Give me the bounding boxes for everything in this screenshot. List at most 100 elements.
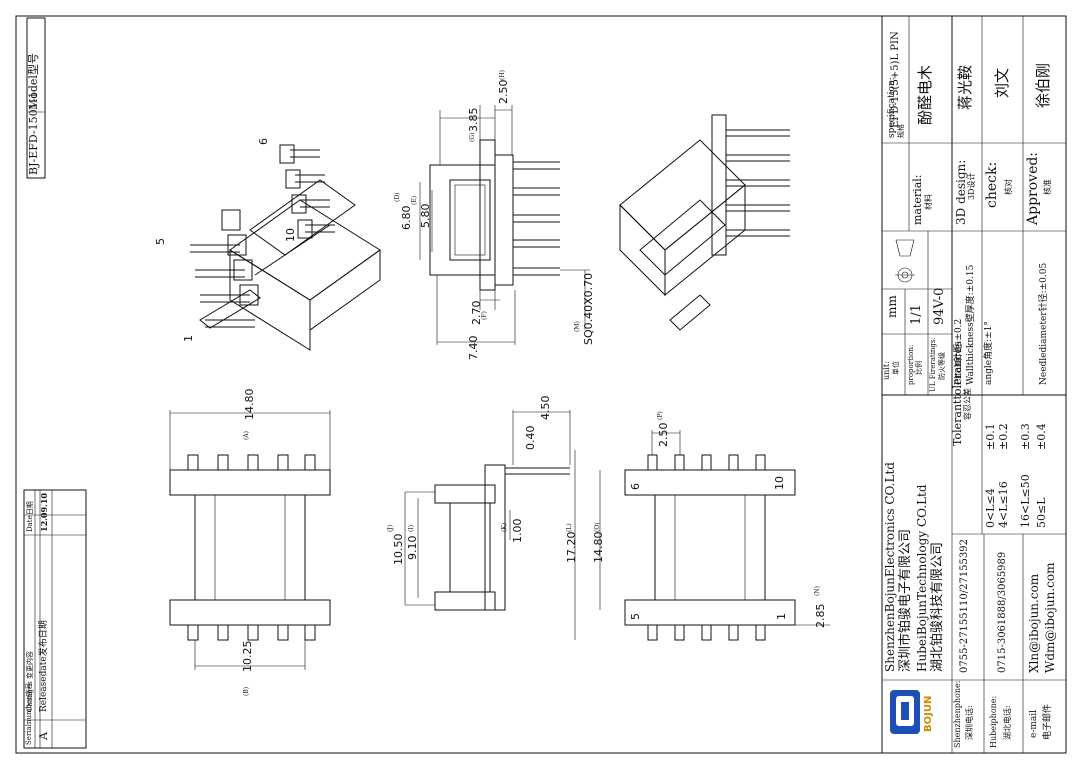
company-line-2: 深圳市铂骏电子有限公司 [898,528,913,672]
dim-3.85: 3.85 [467,107,480,133]
dim-letter-B: (B) [243,686,250,696]
dim-letter-G: (G) [469,132,476,142]
dim-14.80-side: 14.80 [592,531,605,564]
contact-sz-cn: 深圳电话: [965,705,974,740]
contact-email-1: Xln@ibojun.com [1027,573,1041,673]
material-cn: 材料 [924,194,933,210]
bottom-pin-6: 6 [629,483,642,490]
bojun-logo: BOJUN [890,690,940,740]
unit-label: unit: [882,361,891,380]
contact-hb-cn: 湖北电话: [1003,705,1012,740]
dim-letter-E: (E) [411,195,418,205]
company-line-4: 湖北铂骏科技有限公司 [930,541,945,672]
dim-letter-N: (N) [814,586,821,596]
dim-letter-O: (O) [594,522,601,532]
contact-hb-label: Hubeiphone: [989,695,998,748]
rev-serial-A: A [37,732,50,740]
dim-2.50-bottom: 2.50 [657,422,670,448]
note-needle: Needlediameter针径:±0.05 [1039,262,1049,385]
dim-letter-L: (L) [566,523,573,532]
proportion-cn: 比例 [915,361,923,375]
bottom-view [624,430,830,641]
approved-cn: 核准 [1043,179,1052,195]
dim-9.10: 9.10 [406,535,419,561]
approved-label: Approved: [1025,151,1041,225]
dim-letter-H: (H) [499,70,506,80]
tol-range-2: 16<L≤50 [1019,474,1032,528]
unit-value: mm [885,295,899,318]
tol-value-0: ±0.1 [984,423,997,450]
proportion-value: 1/1 [909,304,924,325]
iso-pin-6: 6 [257,138,270,145]
dim-14.80-top: 14.80 [243,388,256,421]
iso-view-right [619,114,790,331]
top-view [169,410,331,670]
dim-10.50: 10.50 [392,533,405,566]
iso-pin-10: 10 [284,228,297,242]
dim-10.25: 10.25 [241,640,254,673]
dim-0.40: 0.40 [524,425,537,451]
design-cn: 3D设计 [967,172,976,200]
fire-cn: 防火等级 [938,352,946,380]
check-label: check: [984,161,1000,208]
rev-date-label: Date日期 [26,501,34,532]
rev-date-0: 12.09.10 [39,493,49,532]
rev-change-0: Releasedate发布日期 [39,620,49,712]
dim-1.00: 1.00 [511,518,524,544]
contact-email-cn: 电子邮件 [1043,703,1053,740]
contact-sz-label: Shenzhenphone: [953,680,962,748]
unit-cn: 单位 [892,361,900,375]
dim-7.40: 7.40 [467,335,480,361]
dim-2.50: 2.50 [497,79,510,105]
iso-pin-5: 5 [154,238,167,245]
dim-letter-J: (J) [387,524,394,532]
dim-letter-P: (P) [657,411,664,420]
tolerances-cn: 容忍公差 [963,388,972,420]
dim-letter-M: (M) [574,321,581,332]
contact-hb-value: 0715-3061888/3065989 [997,551,1008,673]
bottom-pin-10: 10 [773,476,786,490]
tolerances-title: Toleranttolerances [951,341,964,446]
tol-range-1: 4<L≤16 [997,481,1010,528]
fire-label: UL Fireratings: [929,337,937,392]
side-view [404,410,601,640]
tol-value-1: ±0.2 [997,423,1010,450]
dim-2.85: 2.85 [814,603,827,629]
dim-5.80: 5.80 [419,203,432,229]
front-view [419,105,590,345]
dim-letter-A: (A) [243,430,250,440]
design-label: 3D design: [954,159,968,225]
dim-letter-F: (F) [481,311,488,320]
dim-17.20: 17.20 [565,531,578,564]
iso-pin-1: 1 [182,335,195,342]
company-line-1: ShenzhenBojunElectronics CO.Ltd [883,462,897,672]
material-label: material: [911,174,924,225]
bottom-pin-5: 5 [629,613,642,620]
iso-view-left [190,144,381,351]
dim-letter-K: (K) [501,522,508,532]
design-value: 蒋光鞍 [956,64,974,110]
model-value: BJ-EFD-1501-1 [27,91,40,175]
logo-text: BOJUN [923,695,934,732]
note-wall: Wallthickness壁厚度:±0.15 [966,264,976,385]
proportion-label: proportion: [907,344,915,385]
contact-email-label: e-mail [1029,709,1039,738]
spec-value: EFD-15(5+5)L PIN [890,31,901,128]
note-angle: angle角度:±1° [984,321,994,385]
tol-range-0: 0<L≤4 [984,488,997,528]
dim-letter-I: (I) [408,524,415,532]
dim-6.80: 6.80 [400,205,413,231]
company-line-3: HubeiBojunTechnology CO.Ltd [915,484,929,672]
bottom-pin-1: 1 [775,613,788,620]
dim-4.50: 4.50 [539,395,552,421]
dim-sq: SQ0.40X0.70 [582,272,595,345]
tol-range-3: 50≤L [1035,497,1048,528]
contact-sz-value: 0755-27155110/27155392 [959,539,970,673]
check-value: 刘文 [993,67,1011,98]
tol-value-2: ±0.3 [1019,423,1032,450]
fire-value: 94V-0 [932,287,947,325]
tol-value-3: ±0.4 [1035,423,1048,450]
check-cn: 核对 [1004,179,1013,195]
